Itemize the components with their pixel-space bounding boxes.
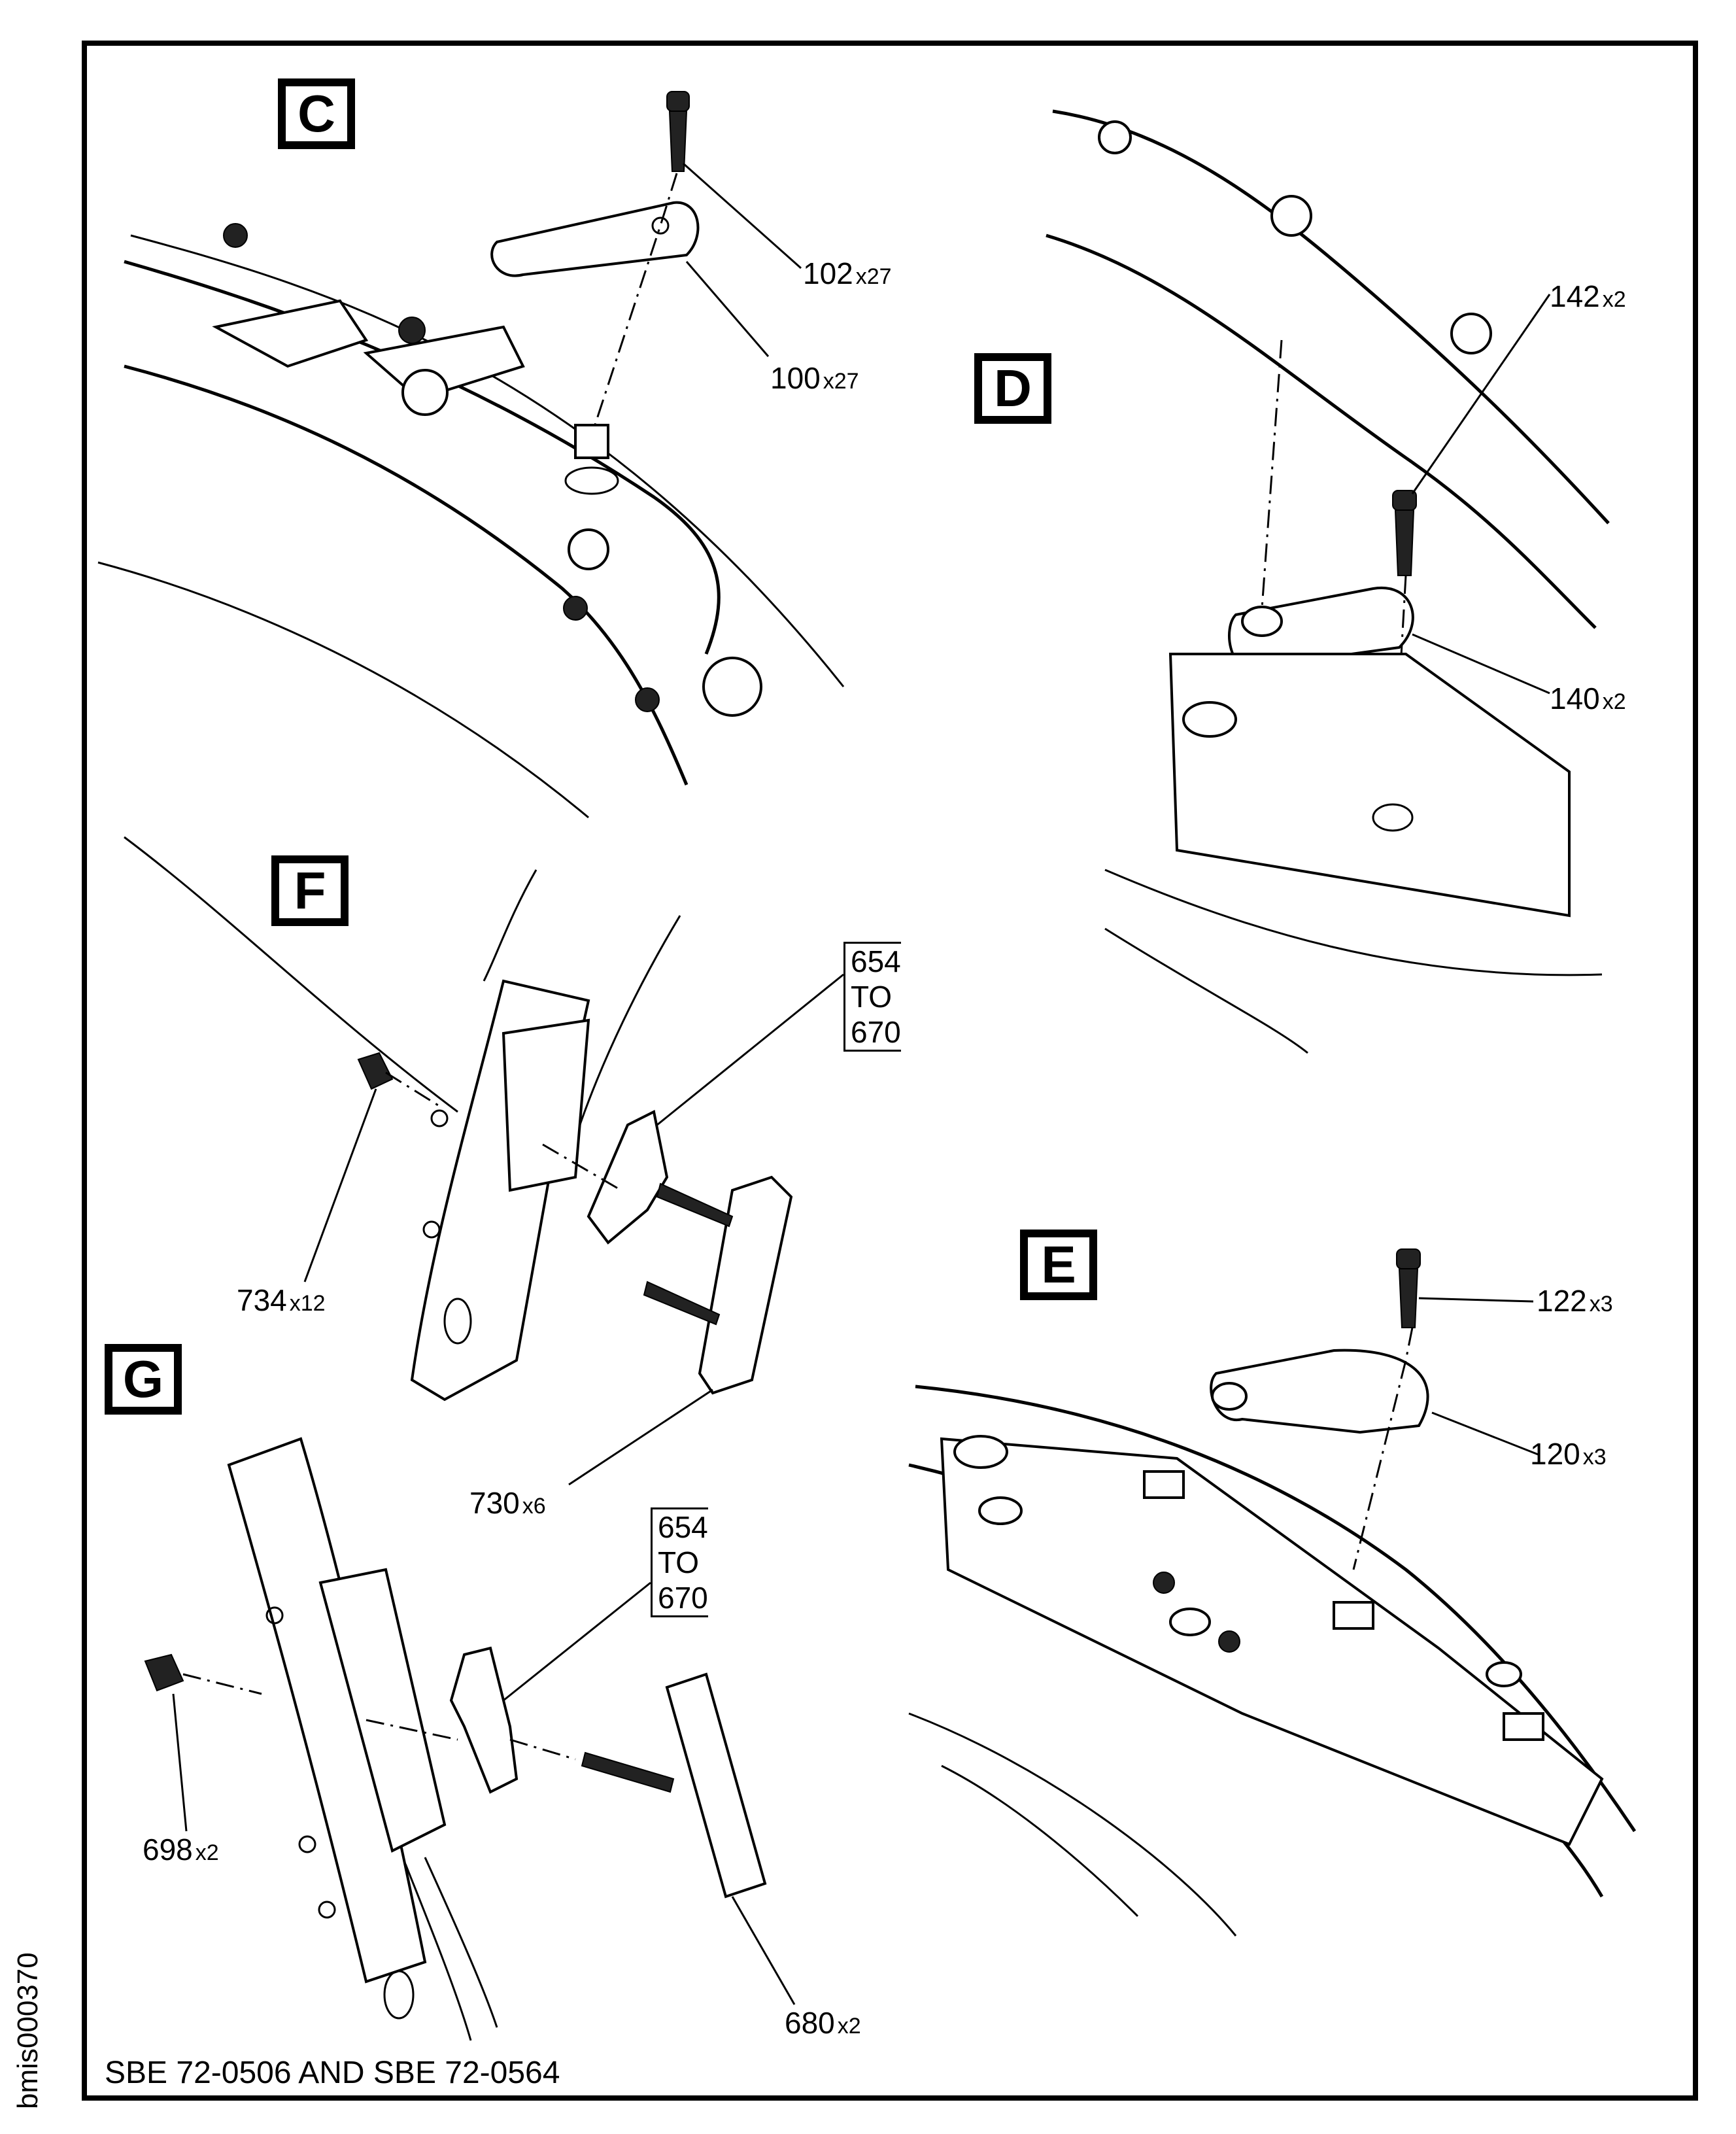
range-word: TO — [851, 980, 893, 1014]
range-from: 654 — [658, 1510, 708, 1544]
callout-part-number: 140 — [1550, 681, 1600, 715]
view-f-artwork — [303, 869, 844, 1486]
view-tag-e: E — [1020, 1230, 1097, 1300]
callout-quantity: x2 — [1602, 689, 1626, 714]
callout-quantity: x27 — [823, 369, 859, 394]
callout-part-number: 142 — [1550, 279, 1600, 313]
callout-quantity: x12 — [289, 1291, 326, 1316]
view-g-artwork — [144, 1437, 796, 2041]
range-to: 670 — [851, 1015, 901, 1049]
callout-part-number: 734 — [237, 1283, 287, 1317]
callout-part-number: 120 — [1530, 1437, 1580, 1471]
view-e-artwork — [908, 1248, 1637, 1936]
view-tag-c: C — [278, 78, 355, 149]
service-bulletin-note: SBE 72-0506 AND SBE 72-0564 — [105, 2056, 560, 2090]
document-id: bmis000370 — [12, 1952, 44, 2109]
callout-quantity: x3 — [1582, 1445, 1607, 1470]
callout-part-number: 100 — [770, 361, 821, 395]
callout-part-number: 680 — [785, 2006, 835, 2040]
callout-part-number: 698 — [143, 1833, 193, 1867]
callout-quantity: x2 — [1602, 287, 1626, 312]
range-from: 654 — [851, 944, 901, 978]
callout-quantity: x2 — [837, 2014, 861, 2039]
range-word: TO — [658, 1545, 700, 1579]
callout-part-number: 102 — [803, 256, 853, 290]
drawing-frame — [82, 41, 1698, 2101]
view-d-artwork — [1046, 109, 1610, 1054]
part-range-f: 654 TO 670 — [843, 942, 901, 1052]
callout-quantity: x27 — [855, 264, 892, 289]
callout-quantity: x2 — [195, 1840, 219, 1865]
view-tag-f: F — [271, 855, 349, 926]
callout-quantity: x6 — [522, 1494, 546, 1519]
range-to: 670 — [658, 1581, 708, 1615]
callout-part-number: 122 — [1537, 1284, 1587, 1318]
callout-quantity: x3 — [1589, 1292, 1613, 1317]
callout-part-number: 730 — [469, 1486, 520, 1520]
view-c-artwork — [97, 91, 845, 1113]
part-range-g: 654 TO 670 — [651, 1507, 708, 1617]
view-tag-d: D — [974, 353, 1051, 424]
view-tag-g: G — [105, 1344, 182, 1415]
